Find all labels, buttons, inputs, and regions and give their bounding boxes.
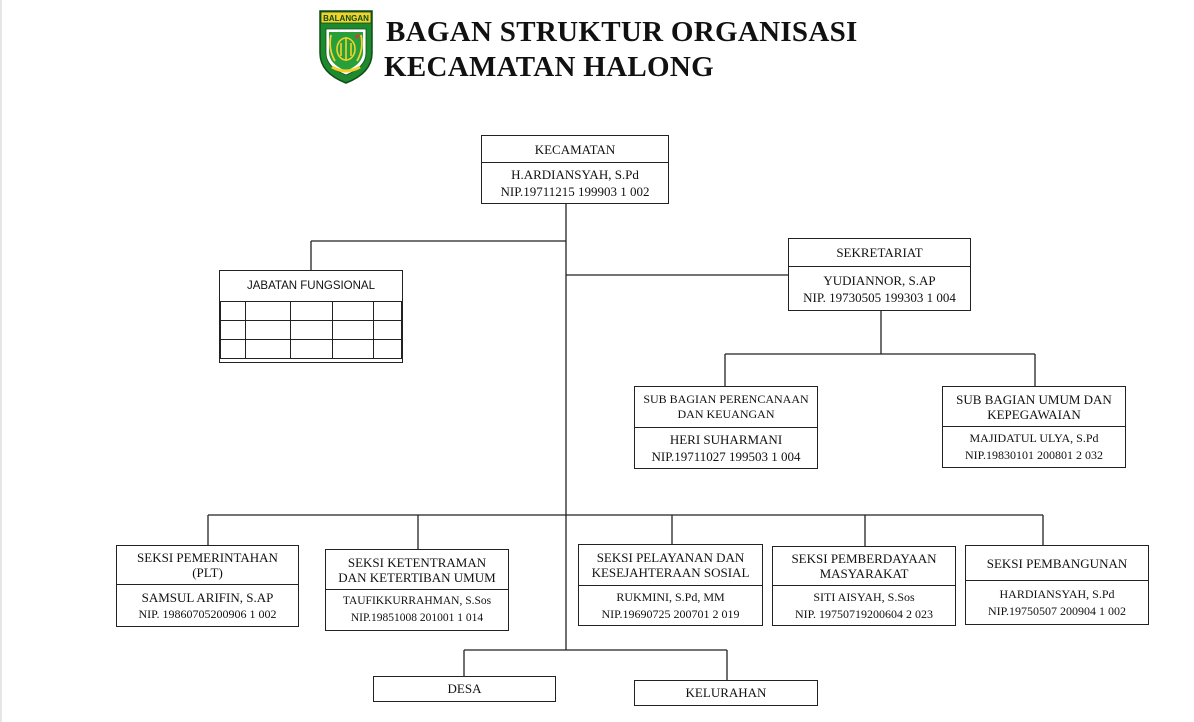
seksi-pelayanan-box: SEKSI PELAYANAN DAN KESEJAHTERAAN SOSIAL…: [578, 544, 763, 626]
seksi-pembangunan-box: SEKSI PEMBANGUNAN HARDIANSYAH, S.Pd NIP.…: [965, 545, 1149, 625]
seksi-pemerintahan-box: SEKSI PEMERINTAHAN (PLT) SAMSUL ARIFIN, …: [116, 545, 299, 627]
camat-name: H.ARDIANSYAH, S.Pd: [511, 167, 639, 182]
jabatan-fungsional-grid: [220, 301, 402, 359]
subbag-umum-name: MAJIDATUL ULYA, S.Pd: [969, 431, 1099, 445]
seksi-ketentraman-title-l2: DAN KETERTIBAN UMUM: [338, 569, 496, 585]
subbag-perencanaan-nip: NIP.19711027 199503 1 004: [651, 449, 801, 464]
seksi-pelayanan-title-l2: KESEJAHTERAAN SOSIAL: [591, 565, 750, 580]
seksi-pemberdayaan-box: SEKSI PEMBERDAYAAN MASYARAKAT SITI AISYA…: [772, 546, 956, 626]
seksi-pelayanan-nip: NIP.19690725 200701 2 019: [601, 606, 740, 621]
camat-title: KECAMATAN: [482, 136, 668, 163]
subbag-umum-title-l1: SUB BAGIAN UMUM DAN: [956, 391, 1112, 407]
desa-box: DESA: [373, 676, 556, 702]
camat-box: KECAMATAN H.ARDIANSYAH, S.Pd NIP.1971121…: [481, 135, 669, 204]
kelurahan-title: KELURAHAN: [685, 685, 767, 700]
logo-text: BALANGAN: [323, 14, 369, 23]
subbag-perencanaan-box: SUB BAGIAN PERENCANAAN DAN KEUANGAN HERI…: [634, 386, 818, 469]
seksi-pemberdayaan-name: SITI AISYAH, S.Sos: [813, 589, 915, 604]
header-area: [312, 4, 852, 96]
seksi-pemberdayaan-nip: NIP. 19750719200604 2 023: [794, 606, 933, 621]
jabatan-fungsional-box: JABATAN FUNGSIONAL: [219, 270, 403, 363]
seksi-ketentraman-name: TAUFIKKURRAHMAN, S.Sos: [342, 595, 492, 607]
page-edge: [0, 0, 2, 722]
seksi-pemberdayaan-title-l1: SEKSI PEMBERDAYAAN: [791, 551, 937, 566]
subbag-umum-title-l2: KEPEGAWAIAN: [987, 406, 1081, 422]
subbag-umum-box: SUB BAGIAN UMUM DAN KEPEGAWAIAN MAJIDATU…: [942, 386, 1126, 468]
chart-title-line2: KECAMATAN HALONG: [384, 51, 714, 83]
seksi-pelayanan-title-l1: SEKSI PELAYANAN DAN: [596, 550, 745, 565]
seksi-pemerintahan-title-l2: (PLT): [192, 565, 223, 580]
seksi-pembangunan-nip: NIP.19750507 200904 1 002: [987, 603, 1126, 618]
seksi-pemerintahan-nip: NIP. 19860705200906 1 002: [138, 606, 277, 621]
subbag-umum-nip: NIP.19830101 200801 2 032: [964, 448, 1103, 462]
kelurahan-box: KELURAHAN: [634, 680, 818, 706]
regency-emblem-icon: BALANGAN: [319, 10, 373, 84]
subbag-perencanaan-name: HERI SUHARMANI: [669, 432, 783, 447]
desa-title: DESA: [447, 681, 482, 696]
seksi-ketentraman-box: SEKSI KETENTRAMAN DAN KETERTIBAN UMUM TA…: [325, 549, 509, 631]
seksi-pemerintahan-name: SAMSUL ARIFIN, S.AP: [141, 589, 274, 605]
chart-title-line1: BAGAN STRUKTUR ORGANISASI: [386, 16, 858, 48]
seksi-pelayanan-name: RUKMINI, S.Pd, MM: [616, 589, 725, 604]
sekretariat-box: SEKRETARIAT YUDIANNOR, S.AP NIP. 1973050…: [788, 238, 971, 311]
sekretariat-name: YUDIANNOR, S.AP: [823, 272, 936, 288]
camat-nip: NIP.19711215 199903 1 002: [500, 184, 650, 199]
sekretariat-nip: NIP. 19730505 199303 1 004: [803, 289, 956, 305]
seksi-pembangunan-name: HARDIANSYAH, S.Pd: [999, 586, 1115, 601]
seksi-pembangunan-title: SEKSI PEMBANGUNAN: [966, 546, 1148, 581]
seksi-pemberdayaan-title-l2: MASYARAKAT: [819, 566, 909, 581]
subbag-perencanaan-title-l2: DAN KEUANGAN: [677, 407, 775, 421]
sekretariat-title: SEKRETARIAT: [789, 239, 970, 267]
seksi-ketentraman-nip: NIP.19851008 201001 1 014: [350, 612, 484, 624]
subbag-perencanaan-title-l1: SUB BAGIAN PERENCANAAN: [643, 392, 809, 406]
seksi-ketentraman-title-l1: SEKSI KETENTRAMAN: [347, 554, 487, 570]
jabatan-fungsional-title: JABATAN FUNGSIONAL: [246, 279, 375, 292]
seksi-pemerintahan-title-l1: SEKSI PEMERINTAHAN: [137, 550, 278, 565]
